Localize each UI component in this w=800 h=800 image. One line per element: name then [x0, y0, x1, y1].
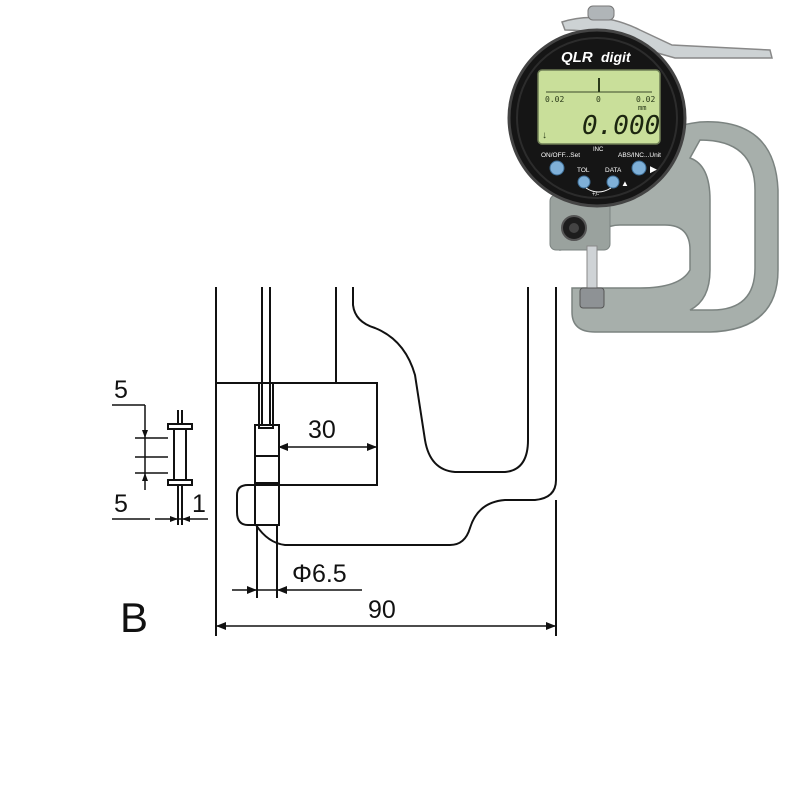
lcd-arrow-icon: ↓: [542, 130, 547, 141]
on-off-button[interactable]: [549, 160, 565, 176]
tol-label: TOL: [577, 167, 590, 174]
dim-detail-bottom: 5: [114, 490, 128, 518]
dim-detail-width: 1: [192, 490, 206, 518]
on-off-label: ON/OFF...Set: [541, 152, 580, 159]
anvil-detail: [112, 404, 208, 525]
lcd-screen: [537, 69, 661, 145]
spindle-housing: [216, 382, 378, 486]
technical-drawing: [112, 287, 557, 636]
up-arrow-icon: ▲: [621, 179, 629, 188]
brand-logo: QLR: [561, 49, 593, 66]
abs-inc-label: ABS/INC...Unit: [618, 152, 661, 159]
lcd-reading: 0.000: [582, 111, 660, 141]
lcd-scale-center: 0: [596, 95, 601, 104]
lcd-scale-right: 0.02: [636, 95, 655, 104]
lcd-unit: mm: [638, 104, 646, 112]
lcd-scale-left: 0.02: [545, 95, 564, 104]
dim-30-label: 30: [308, 416, 336, 444]
dim-phi-arrow: [247, 586, 287, 594]
abs-inc-button[interactable]: [631, 160, 647, 176]
frame-hole: [688, 139, 756, 311]
frame-outer: [236, 287, 557, 546]
dim-30-arrow: [278, 443, 377, 451]
data-button[interactable]: [606, 175, 620, 189]
anvil-lower: [254, 482, 280, 526]
plus-minus-arc: [585, 187, 612, 193]
lcd-mode: INC: [593, 147, 604, 153]
tol-button[interactable]: [577, 175, 591, 189]
frame-throat: [352, 287, 529, 473]
dim-phi-label: Φ6.5: [292, 560, 347, 588]
brand-script: digit: [601, 49, 632, 65]
lever-cap: [587, 5, 615, 21]
plus-minus-label: +/-: [592, 192, 599, 198]
dim-90-label: 90: [368, 596, 396, 624]
anvil-upper: [254, 424, 280, 484]
gauge-contact: [579, 287, 605, 309]
thickness-gauge: QLR digit 0.02 0 0.02 0.000 mm INC ↓ ON/…: [507, 5, 779, 333]
dim-detail-top: 5: [114, 376, 128, 404]
right-arrow-icon: ▶: [650, 164, 657, 174]
data-label: DATA: [605, 167, 622, 174]
gauge-spindle: [586, 245, 598, 291]
spindle-tip: [258, 382, 274, 429]
view-label: B: [120, 594, 148, 641]
